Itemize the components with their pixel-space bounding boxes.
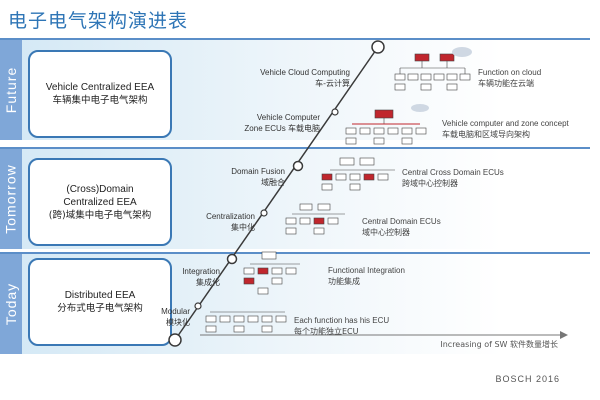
stage-zh: (跨)域集中电子电气架构 xyxy=(48,209,152,221)
stage-en-line2: Centralized EEA xyxy=(63,196,137,208)
diagram-cross-domain xyxy=(321,157,395,191)
evolution-diagonal xyxy=(174,46,379,341)
band-label-today: Today xyxy=(0,254,22,354)
step-domain-fusion: Domain Fusion 域融合 xyxy=(231,167,285,187)
desc-cross-domain: Central Cross Domain ECUs 跨域中心控制器 xyxy=(402,168,504,188)
band-label-tomorrow: Tomorrow xyxy=(0,149,22,249)
step-integration: Integration 集成化 xyxy=(182,267,220,287)
stage-en: Distributed EEA xyxy=(64,290,136,301)
desc-cloud: Function on cloud 车辆功能在云端 xyxy=(478,68,542,88)
stage-zh: 分布式电子电气架构 xyxy=(57,303,143,314)
desc-integration: Functional Integration 功能集成 xyxy=(328,266,405,286)
node-domain-fusion xyxy=(292,160,304,172)
node-modular xyxy=(194,302,202,310)
node-integration xyxy=(226,253,238,265)
node-top xyxy=(371,40,385,54)
step-centralization: Centralization 集中化 xyxy=(206,212,255,232)
step-modular: Modular 模块化 xyxy=(161,307,190,327)
x-axis-arrowhead xyxy=(560,331,568,339)
node-zone xyxy=(331,108,339,116)
node-bottom xyxy=(168,333,182,347)
stage-box-tomorrow: (Cross)Domain Centralized EEA (跨)域集中电子电气… xyxy=(28,158,172,246)
node-centralization xyxy=(260,209,268,217)
stage-en: Vehicle Centralized EEA xyxy=(45,82,155,93)
band-label-future: Future xyxy=(0,40,22,140)
step-vehicle-computer: Vehicle Computer Zone ECUs 车载电脑 xyxy=(244,113,320,133)
step-cloud-computing: Vehicle Cloud Computing 车-云计算 xyxy=(260,68,350,88)
desc-central-domain: Central Domain ECUs 域中心控制器 xyxy=(362,217,441,237)
stage-box-future: Vehicle Centralized EEA 车辆集中电子电气架构 xyxy=(28,50,172,138)
diagram-central-domain xyxy=(285,203,345,235)
stage-en-line1: (Cross)Domain xyxy=(66,183,134,195)
diagram-modular xyxy=(205,311,287,333)
desc-zone: Vehicle computer and zone concept 车载电脑和区… xyxy=(442,119,569,139)
page-title: 电子电气架构演进表 xyxy=(8,10,189,32)
diagram-integration xyxy=(243,251,300,295)
x-axis-label: Increasing of SW 软件数量增长 xyxy=(440,340,558,349)
stage-box-today: Distributed EEA 分布式电子电气架构 xyxy=(28,258,172,346)
diagram-cloud xyxy=(394,47,472,91)
brand-label: BOSCH 2016 xyxy=(495,374,560,384)
stage-zh: 车辆集中电子电气架构 xyxy=(52,95,148,106)
desc-modular: Each function has his ECU 每个功能独立ECU xyxy=(294,316,390,336)
diagram-zone xyxy=(345,104,429,145)
